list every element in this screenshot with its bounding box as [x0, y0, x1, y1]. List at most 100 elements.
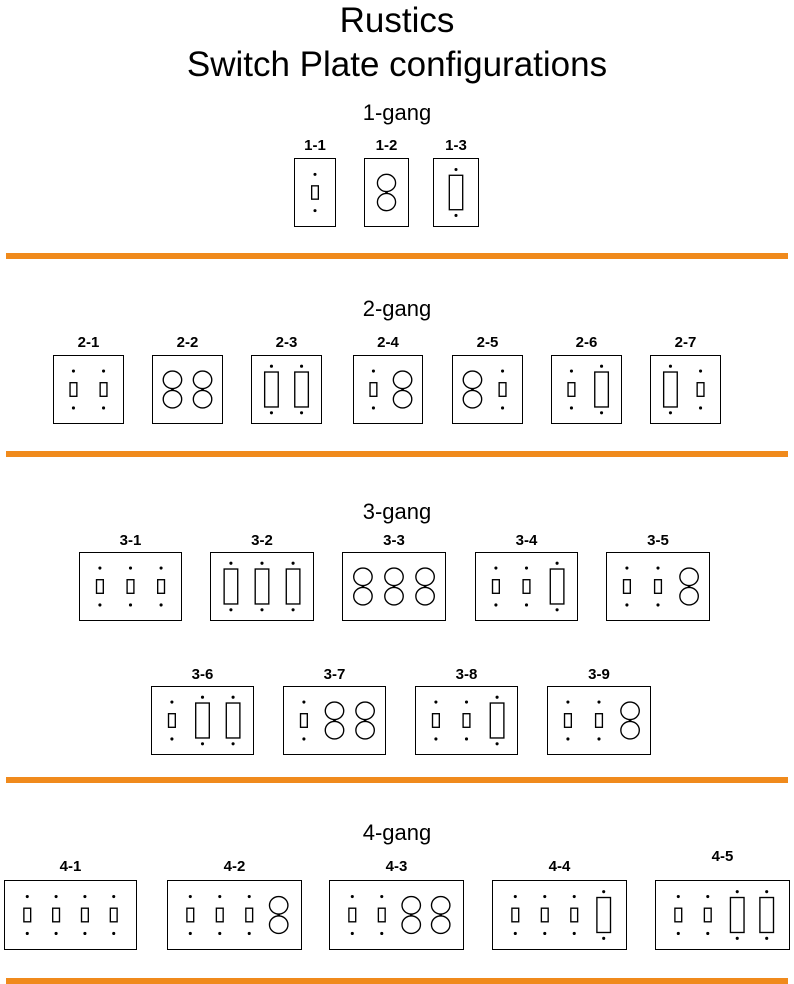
- plate-2-5: [452, 355, 523, 424]
- plate-code-label: 1-1: [304, 137, 326, 154]
- rocker-switch-icon: [489, 695, 505, 746]
- toggle-switch-icon: [215, 894, 224, 936]
- toggle-switch-icon: [377, 894, 386, 936]
- toggle-switch-icon: [431, 700, 440, 741]
- plate-2-4: [353, 355, 423, 424]
- toggle-switch-icon: [369, 369, 378, 410]
- plate-4-3: [329, 880, 464, 950]
- plate-3-9: [547, 686, 651, 755]
- toggle-switch-icon: [511, 894, 520, 936]
- plate-code-label: 3-8: [455, 666, 478, 683]
- plate-code-label: 3-9: [588, 666, 610, 683]
- plate-3-7: [283, 686, 386, 755]
- toggle-switch-icon: [348, 894, 357, 936]
- duplex-outlet-icon: [679, 567, 699, 606]
- plate-4-4: [492, 880, 627, 950]
- toggle-switch-icon: [126, 566, 135, 607]
- plate-code-label: 4-1: [59, 858, 82, 875]
- plate-3-8: [415, 686, 518, 755]
- toggle-switch-icon: [540, 894, 549, 936]
- plate-2-1: [53, 355, 124, 424]
- toggle-switch-icon: [703, 894, 712, 936]
- duplex-outlet-icon: [376, 173, 397, 212]
- plate-2-7: [650, 355, 721, 424]
- toggle-switch-icon: [80, 894, 89, 936]
- duplex-outlet-icon: [462, 370, 483, 409]
- plate-code-label: 3-2: [251, 532, 273, 549]
- toggle-switch-icon: [245, 894, 254, 936]
- plate-code-label: 3-5: [647, 532, 669, 549]
- duplex-outlet-icon: [415, 567, 435, 606]
- rocker-switch-icon: [294, 364, 310, 415]
- rocker-switch-icon: [729, 890, 745, 940]
- toggle-switch-icon: [95, 566, 104, 607]
- toggle-switch-icon: [311, 172, 319, 213]
- duplex-outlet-icon: [392, 370, 413, 409]
- toggle-switch-icon: [23, 894, 32, 936]
- toggle-switch-icon: [674, 894, 683, 936]
- plate-3-6: [151, 686, 254, 755]
- rocker-switch-icon: [225, 695, 241, 746]
- plate-code-label: 3-4: [515, 532, 538, 549]
- toggle-switch-icon: [522, 566, 531, 607]
- toggle-switch-icon: [653, 566, 663, 607]
- rocker-switch-icon: [195, 695, 210, 746]
- toggle-switch-icon: [594, 700, 604, 741]
- duplex-outlet-icon: [430, 895, 451, 935]
- plate-code-label: 2-5: [476, 334, 499, 351]
- toggle-switch-icon: [696, 369, 705, 410]
- plate-code-label: 4-3: [385, 858, 408, 875]
- toggle-switch-icon: [157, 566, 166, 607]
- duplex-outlet-icon: [353, 567, 373, 606]
- duplex-outlet-icon: [324, 701, 345, 740]
- plate-code-label: 3-1: [119, 532, 142, 549]
- duplex-outlet-icon: [268, 895, 289, 935]
- toggle-switch-icon: [167, 700, 176, 741]
- toggle-switch-icon: [69, 369, 78, 410]
- plate-4-5: [655, 880, 790, 950]
- toggle-switch-icon: [567, 369, 576, 410]
- plate-code-label: 4-5: [711, 848, 734, 865]
- plate-code-label: 2-1: [77, 334, 100, 351]
- plate-code-label: 2-7: [674, 334, 697, 351]
- section-label-3-gang: 3-gang: [362, 499, 432, 524]
- plate-3-3: [342, 552, 446, 621]
- rocker-switch-icon: [285, 561, 301, 612]
- rocker-switch-icon: [596, 890, 612, 940]
- plate-code-label: 4-2: [223, 858, 246, 875]
- plate-4-1: [4, 880, 137, 950]
- plate-code-label: 2-2: [176, 334, 199, 351]
- rocker-switch-icon: [254, 561, 270, 612]
- plate-3-4: [475, 552, 578, 621]
- toggle-switch-icon: [186, 894, 195, 936]
- plate-3-2: [210, 552, 314, 621]
- rocker-switch-icon: [223, 561, 239, 612]
- duplex-outlet-icon: [355, 701, 375, 740]
- toggle-switch-icon: [563, 700, 573, 741]
- plate-3-5: [606, 552, 710, 621]
- plate-code-label: 3-3: [383, 532, 405, 549]
- toggle-switch-icon: [491, 566, 500, 607]
- plate-1-1: [294, 158, 336, 227]
- rocker-switch-icon: [594, 364, 610, 415]
- plate-4-2: [167, 880, 302, 950]
- plate-1-3: [433, 158, 479, 227]
- rocker-switch-icon: [759, 890, 775, 940]
- duplex-outlet-icon: [401, 895, 422, 935]
- toggle-switch-icon: [299, 700, 308, 741]
- rocker-switch-icon: [263, 364, 279, 415]
- section-divider: [6, 777, 788, 783]
- plate-code-label: 2-4: [377, 334, 399, 351]
- plate-code-label: 4-4: [548, 858, 571, 875]
- section-divider: [6, 451, 788, 457]
- plate-code-label: 3-7: [323, 666, 346, 683]
- page-subtitle: Switch Plate configurations: [186, 45, 608, 84]
- section-divider: [6, 978, 788, 984]
- rocker-switch-icon: [448, 168, 464, 217]
- section-label-1-gang: 1-gang: [362, 100, 432, 125]
- section-label-2-gang: 2-gang: [362, 296, 432, 321]
- plate-2-2: [152, 355, 223, 424]
- toggle-switch-icon: [462, 700, 471, 741]
- page-title: Rustics: [339, 1, 455, 40]
- duplex-outlet-icon: [162, 370, 183, 409]
